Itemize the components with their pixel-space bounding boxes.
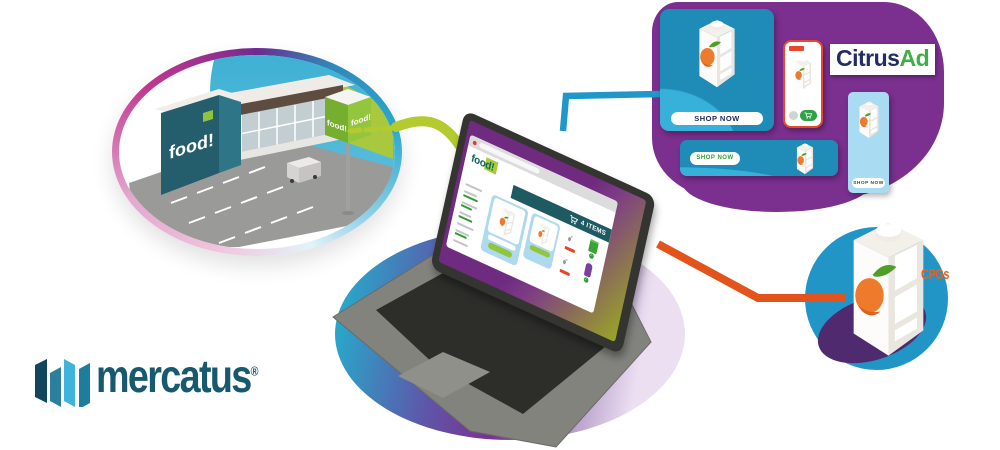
cart-icon — [804, 112, 813, 119]
mercatus-wordmark: mercatus® — [96, 350, 259, 402]
sponsored-product-card[interactable] — [522, 212, 561, 270]
citrusad-logo-part1: Citrus — [836, 45, 900, 71]
cpg-brand-label: CPGs — [921, 266, 949, 283]
phone-header-bar — [789, 46, 804, 51]
mercatus-logo: mercatus® — [34, 351, 292, 407]
parking-lines — [170, 166, 314, 244]
ad-banner-vertical[interactable]: SHOP NOW — [848, 92, 889, 193]
ad-banner-horizontal[interactable]: SHOP NOW — [680, 140, 838, 176]
ad-phone-mockup — [783, 40, 823, 128]
ad-carton-illustration — [693, 15, 741, 89]
store-bubble: food! food! food! — [112, 48, 402, 256]
mercatus-logo-mark — [35, 359, 90, 407]
product-item[interactable]: ✓ — [576, 259, 599, 287]
store-laptop-connector — [391, 116, 468, 156]
cpg-carton-illustration — [841, 213, 936, 359]
product-carton-illustration — [534, 220, 553, 248]
regular-products: ✓ ✓ — [555, 227, 606, 289]
added-badge: ✓ — [588, 252, 594, 260]
store-illustration: food! food! food! — [119, 55, 395, 249]
store-logo-square — [203, 110, 213, 122]
citrusad-logo-part2: Ad — [899, 45, 930, 71]
sponsored-product-card[interactable] — [480, 193, 529, 267]
laptop-ads-connector — [559, 90, 662, 132]
citrusad-logo: CitrusAd — [830, 44, 936, 75]
added-badge: ✓ — [582, 276, 589, 284]
juice-box-illustration — [587, 238, 599, 255]
delivery-truck — [287, 157, 321, 183]
shop-now-button[interactable]: SHOP NOW — [671, 112, 763, 125]
ad-carton-illustration — [856, 99, 882, 139]
bottle-illustration — [583, 261, 593, 278]
shop-now-button[interactable]: SHOP NOW — [852, 178, 885, 188]
window-close-dot[interactable] — [472, 139, 478, 146]
grocery-store-illustration: food! food! food! — [129, 75, 393, 247]
ad-carton-illustration — [792, 56, 814, 90]
browser-window: food! 4 ITEMS — [445, 134, 618, 314]
registered-mark: ® — [250, 363, 259, 379]
ad-card-large[interactable]: SHOP NOW — [660, 9, 774, 131]
shop-now-button[interactable]: SHOP NOW — [690, 151, 740, 165]
product-carton-illustration — [494, 202, 519, 240]
phone-add-to-cart-button[interactable] — [800, 110, 817, 121]
ad-carton-illustration — [794, 141, 816, 175]
phone-placeholder-circle — [789, 111, 798, 120]
product-item[interactable] — [555, 250, 578, 278]
